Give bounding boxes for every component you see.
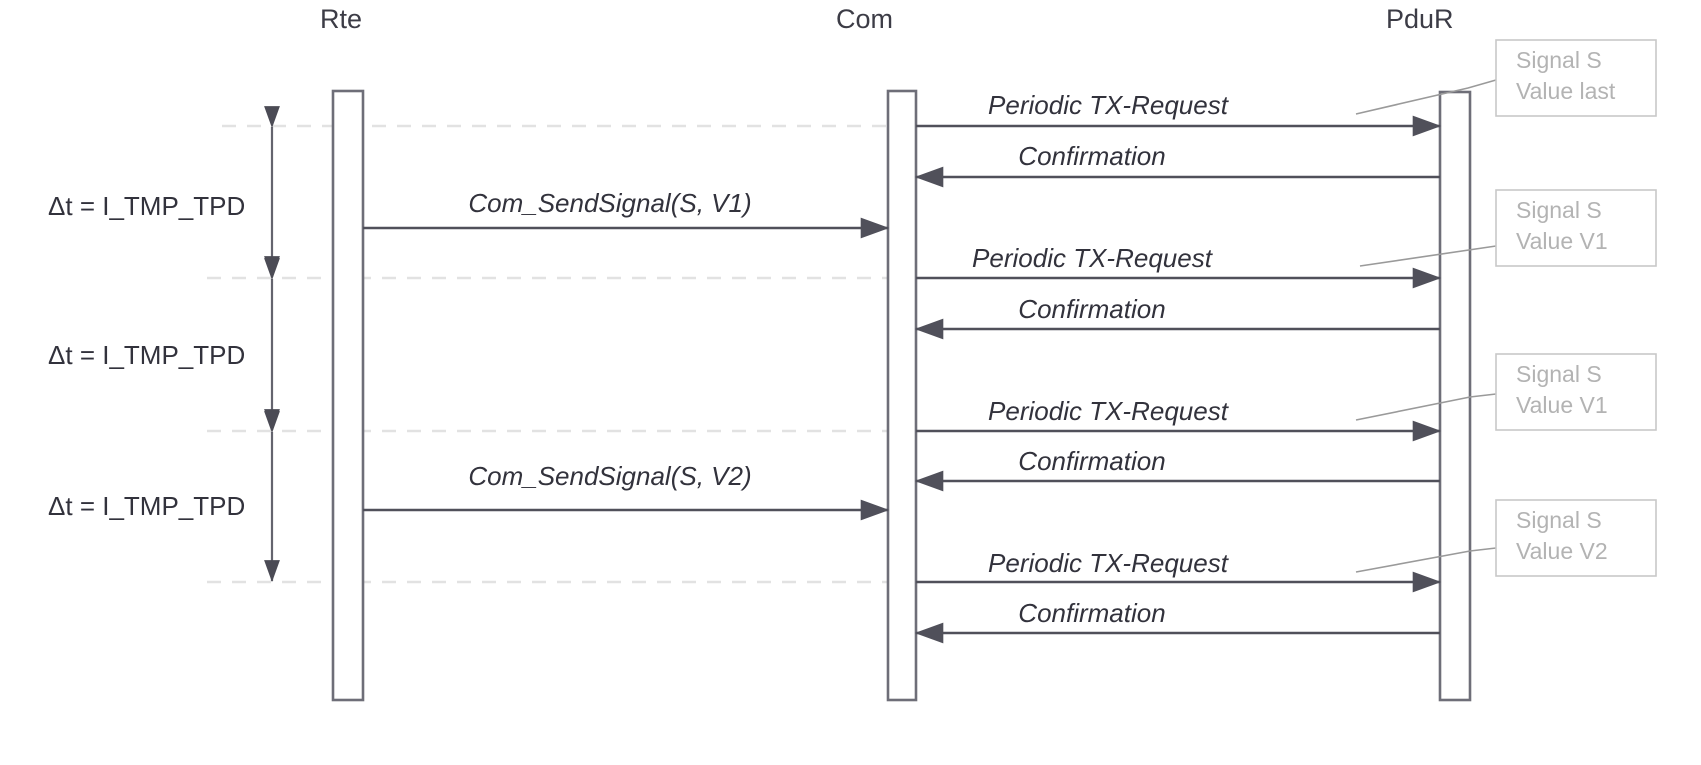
activation-bar-pdur (1438, 90, 1472, 702)
message-label-m10: Confirmation (1018, 598, 1165, 628)
note-line2-n3: Value V1 (1516, 392, 1608, 418)
lifeline-title-rte: Rte (320, 4, 362, 34)
note-line1-n2: Signal S (1516, 197, 1602, 223)
note-box-n3 (1495, 353, 1657, 431)
activation-bar-com (886, 89, 918, 702)
note-line2-n4: Value V2 (1516, 538, 1608, 564)
lifeline-title-com: Com (836, 4, 893, 34)
message-label-m6: Periodic TX-Request (988, 396, 1230, 426)
message-label-m3: Com_SendSignal(S, V1) (468, 188, 751, 218)
note-box-n2 (1495, 189, 1657, 267)
message-label-m8: Com_SendSignal(S, V2) (468, 461, 751, 491)
note-line1-n1: Signal S (1516, 47, 1602, 73)
interval-label-i2: Δt = I_TMP_TPD (48, 340, 245, 370)
message-label-m5: Confirmation (1018, 294, 1165, 324)
message-label-m2: Confirmation (1018, 141, 1165, 171)
message-arrows: Periodic TX-RequestConfirmationCom_SendS… (363, 90, 1442, 644)
note-leader-line-n1 (1355, 79, 1497, 115)
note-box-n4 (1495, 499, 1657, 577)
activation-bar-rte (331, 89, 365, 702)
note-box-n1 (1495, 39, 1657, 117)
lifeline-title-pdur: PduR (1386, 4, 1454, 34)
message-label-m4: Periodic TX-Request (972, 243, 1214, 273)
message-label-m1: Periodic TX-Request (988, 90, 1230, 120)
interval-label-i3: Δt = I_TMP_TPD (48, 491, 245, 521)
note-line1-n4: Signal S (1516, 507, 1602, 533)
note-line2-n2: Value V1 (1516, 228, 1608, 254)
message-label-m9: Periodic TX-Request (988, 548, 1230, 578)
lifeline-activation-bars (331, 89, 1472, 702)
note-line2-n1: Value last (1516, 78, 1616, 104)
message-label-m7: Confirmation (1018, 446, 1165, 476)
interval-measures: Δt = I_TMP_TPD Δt = I_TMP_TPD Δt = I_TMP_T… (48, 106, 280, 583)
note-leader-line-n2 (1359, 245, 1497, 267)
note-leader-line-n4 (1355, 547, 1497, 573)
note-leader-line-n3 (1355, 393, 1497, 421)
note-line1-n3: Signal S (1516, 361, 1602, 387)
interval-label-i1: Δt = I_TMP_TPD (48, 191, 245, 221)
lifeline-titles: Rte Com PduR (320, 4, 1454, 34)
